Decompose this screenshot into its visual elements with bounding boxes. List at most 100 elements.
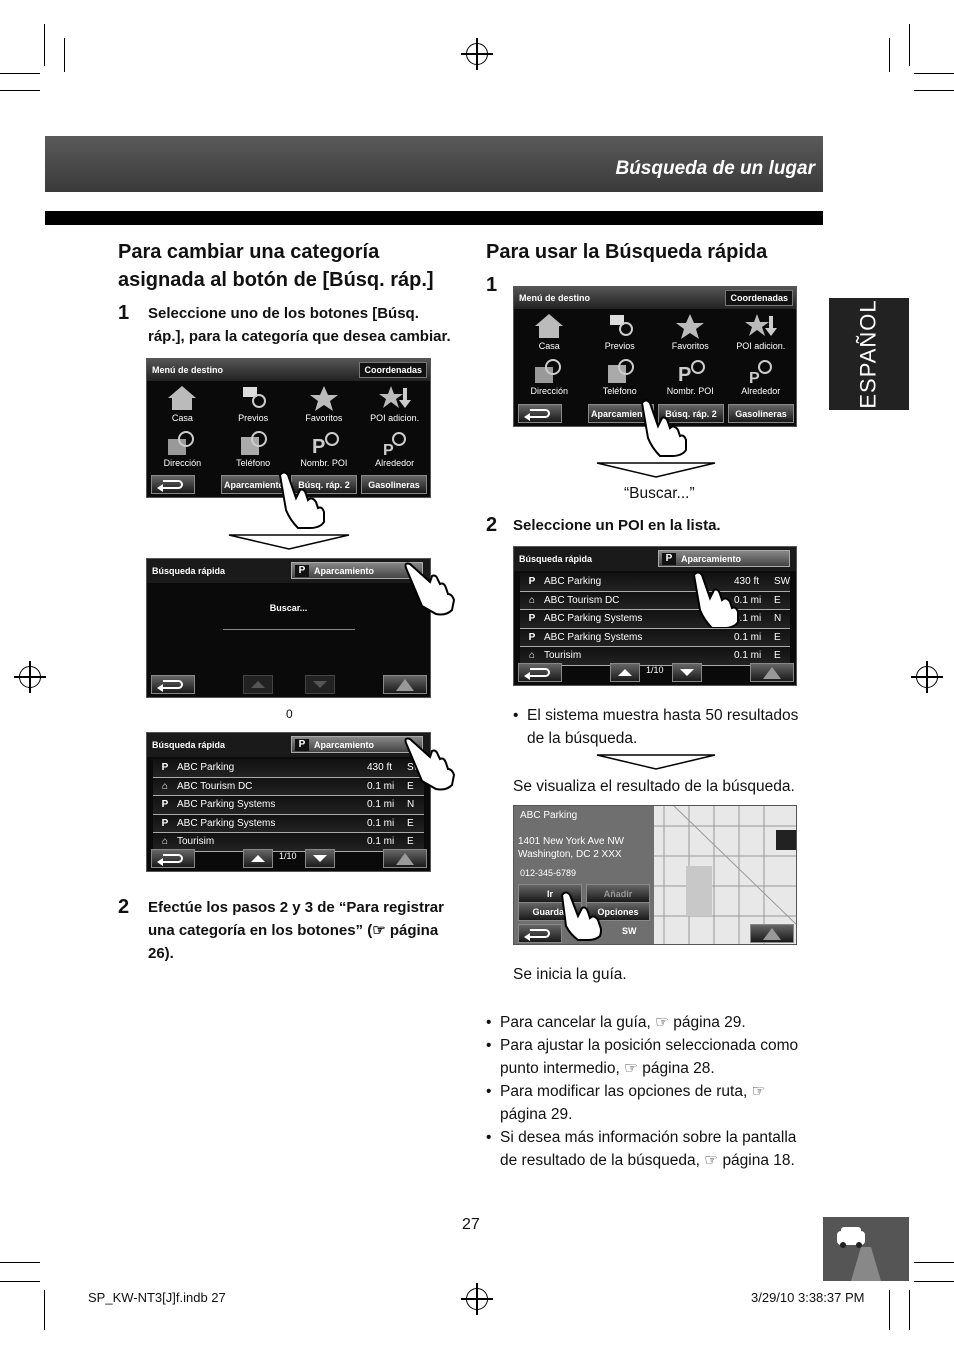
menu-item-home[interactable]: Casa (147, 381, 218, 426)
crop-mark (909, 1290, 910, 1330)
touch-hand-icon (404, 737, 456, 791)
back-button[interactable] (518, 924, 562, 943)
crop-mark (889, 1290, 890, 1330)
menu-item-poi-added[interactable]: POI adicion. (726, 309, 797, 354)
note-item: •Para cancelar la guía, ☞ página 29. (486, 1011, 811, 1034)
results-bottom-bar: 1/10 (147, 847, 430, 871)
destination-menu-screen: Menú de destino Coordenadas Casa Previos… (513, 286, 797, 427)
back-button[interactable] (518, 663, 562, 682)
crop-mark (64, 38, 65, 72)
svg-text:P: P (749, 370, 760, 385)
crop-mark (0, 90, 40, 91)
quick-button-2[interactable]: Búsq. ráp. 2 (658, 404, 724, 423)
left-step1-number: 1 (118, 302, 130, 324)
back-button[interactable] (151, 849, 195, 868)
crop-mark (889, 38, 890, 72)
buscar-caption: “Buscar...” (624, 485, 695, 502)
coordinates-button[interactable]: Coordenadas (359, 362, 427, 378)
quick-search-title: Búsqueda rápida (152, 566, 226, 576)
searching-bottom-bar (147, 673, 430, 697)
crop-mark (909, 24, 910, 66)
page-up-button[interactable] (243, 675, 273, 694)
down-arrow-icon (313, 681, 327, 688)
menu-item-phone[interactable]: Teléfono (218, 426, 289, 471)
back-button[interactable] (518, 404, 562, 423)
parking-icon: P (662, 553, 676, 565)
touch-hand-icon (404, 562, 456, 616)
map-button[interactable] (750, 924, 794, 943)
menu-item-favorites[interactable]: Favoritos (655, 309, 726, 354)
menu-item-address[interactable]: Dirección (514, 354, 585, 399)
back-arrow-icon (157, 854, 183, 866)
quick-search-title: Búsqueda rápida (152, 740, 226, 750)
language-tab-label: ESPAÑOL (856, 299, 881, 409)
poi-address-line2: Washington, DC 2 XXX (518, 849, 622, 860)
map-button[interactable] (750, 663, 794, 682)
phone-book-icon (604, 357, 636, 385)
up-arrow-icon (251, 855, 265, 862)
quick-button-2[interactable]: Búsq. ráp. 2 (291, 475, 357, 494)
menu-item-favorites[interactable]: Favoritos (289, 381, 360, 426)
menu-item-poi-added[interactable]: POI adicion. (359, 381, 430, 426)
poi-name: ABC Parking (520, 810, 578, 821)
menu-item-home[interactable]: Casa (514, 309, 585, 354)
menu-item-previous[interactable]: Previos (218, 381, 289, 426)
poi-address-line1: 1401 New York Ave NW (518, 836, 624, 847)
flow-arrow-icon (596, 462, 716, 478)
house-icon (166, 384, 198, 412)
page-down-button[interactable] (305, 849, 335, 868)
map-button[interactable] (383, 849, 427, 868)
poi-phone: 012-345-6789 (520, 868, 577, 878)
quick-button-parking[interactable]: Aparcamiento (588, 404, 654, 423)
quick-button-gas[interactable]: Gasolineras (728, 404, 794, 423)
compass-icon (396, 678, 414, 691)
compass-icon (763, 666, 781, 679)
registration-mark-icon (461, 38, 493, 70)
menu-item-address[interactable]: Dirección (147, 426, 218, 471)
options-button[interactable]: Opciones (586, 902, 650, 921)
back-button[interactable] (151, 475, 195, 494)
down-arrow-icon (680, 669, 694, 676)
menu-item-previous[interactable]: Previos (585, 309, 656, 354)
direction-label: SW (622, 926, 637, 936)
quick-button-parking[interactable]: Aparcamiento (221, 475, 287, 494)
page-number: 27 (462, 1216, 480, 1233)
map-button[interactable] (383, 675, 427, 694)
progress-line (223, 629, 355, 630)
menu-title: Menú de destino (152, 365, 224, 375)
crop-mark (914, 1281, 954, 1282)
back-button[interactable] (151, 675, 195, 694)
quick-button-gas[interactable]: Gasolineras (361, 475, 427, 494)
page-up-button[interactable] (243, 849, 273, 868)
star-download-icon (378, 384, 411, 412)
coordinates-button[interactable]: Coordenadas (725, 290, 793, 306)
menu-item-phone[interactable]: Teléfono (585, 354, 656, 399)
guide-caption: Se inicia la guía. (513, 966, 627, 983)
page-up-button[interactable] (610, 663, 640, 682)
menu-grid: Casa Previos Favoritos POI adicion. Dire… (147, 381, 430, 471)
page-down-button[interactable] (305, 675, 335, 694)
page-down-button[interactable] (672, 663, 702, 682)
menu-title: Menú de destino (519, 293, 591, 303)
parking-icon: P (295, 739, 309, 751)
